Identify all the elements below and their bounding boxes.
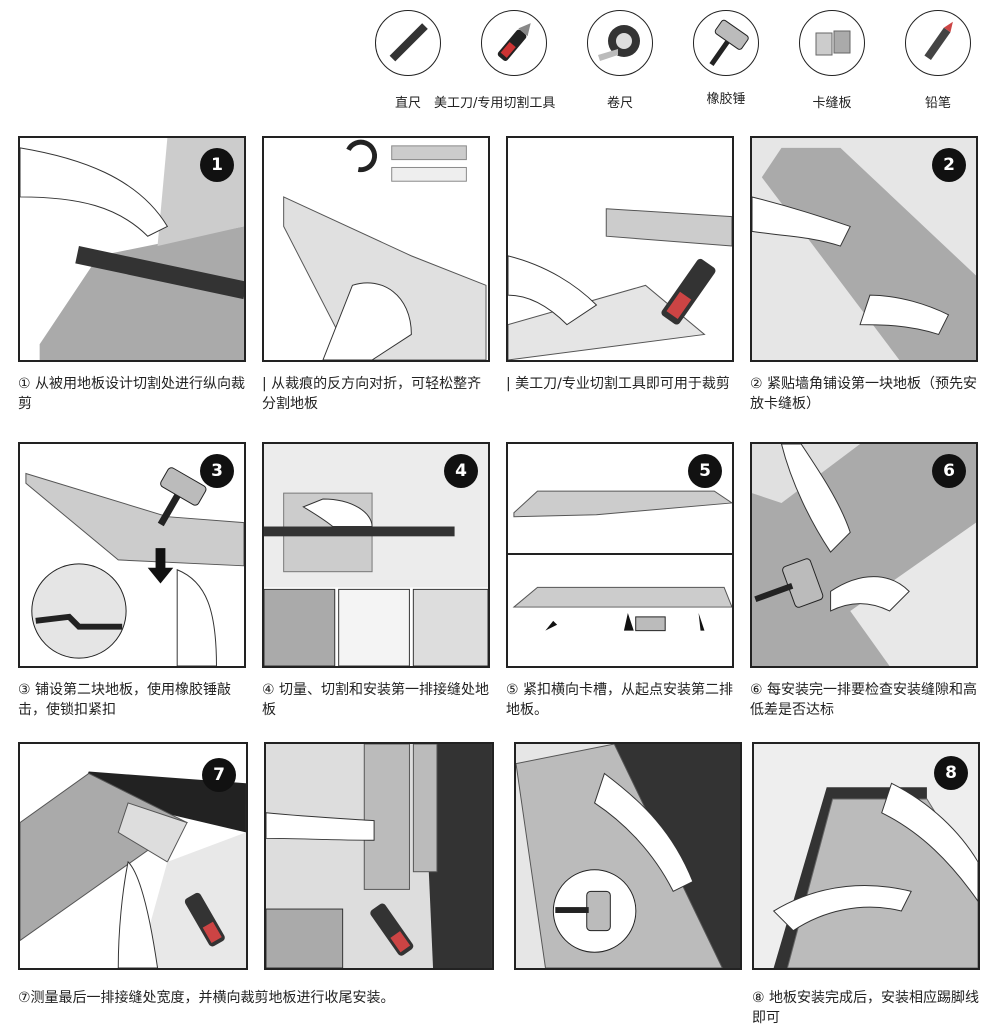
check-gap-illustration [752,444,976,666]
step-panel-10 [264,742,494,970]
step-panel-5: 3 [18,442,246,668]
ruler-icon [375,10,441,76]
step-caption: ⑦测量最后一排接缝处宽度，并横向裁剪地板进行收尾安装。 [18,990,395,1006]
step-caption: ⑧ 地板安装完成后，安装相应踢脚线即可 [752,990,980,1026]
step-panel-6: 4 [262,442,490,668]
step-caption: ① 从被用地板设计切割处进行纵向裁剪 [18,376,246,412]
tool-label: 橡胶锤 [706,92,746,107]
step-caption: ⑤ 紧扣横向卡槽，从起点安装第二排地板。 [506,682,734,718]
tool-rubber-mallet: 橡胶锤 [690,10,762,107]
step-panel-11 [514,742,742,970]
tool-label: 卷尺 [606,96,633,111]
knife-cutting-illustration [508,208,732,360]
step-panel-7: 5 [506,442,734,668]
tool-utility-knife: 美工刀/专用切割工具 [434,10,555,111]
mallet-tapping-illustration [25,467,244,666]
step-panel-1: 1 [18,136,246,362]
tool-label: 直尺 [394,96,421,111]
pencil-icon [905,10,971,76]
step-badge: 1 [200,148,234,182]
folding-illustration [283,139,487,360]
last-board-fit-illustration [516,744,740,968]
spacer-block-icon [799,10,865,76]
first-board-illustration [752,138,976,360]
step-panel-2 [262,136,490,362]
tape-measure-icon [587,10,653,76]
step-badge: 2 [932,148,966,182]
step-caption: ⑥ 每安装完一排要检查安装缝隙和高低差是否达标 [750,682,978,718]
tool-spacer-block: 卡缝板 [796,10,868,111]
skirting-board-illustration [754,744,978,968]
tool-pencil: 铅笔 [902,10,974,111]
step-caption: | 从裁痕的反方向对折，可轻松整齐分割地板 [262,376,482,412]
tool-tape-measure: 卷尺 [584,10,656,111]
step-badge: 8 [934,756,968,790]
step-badge: 4 [444,454,478,488]
tool-label: 铅笔 [924,96,951,111]
cross-cut-illustration [266,744,492,968]
step-caption: | 美工刀/专业切割工具即可用于裁剪 [506,376,730,392]
step-caption: ③ 铺设第二块地板，使用橡胶锤敲击，使锁扣紧扣 [18,682,232,718]
step-badge: 5 [688,454,722,488]
step-badge: 7 [202,758,236,792]
utility-knife-icon [481,10,547,76]
step-panel-12: 8 [752,742,980,970]
step-caption: ④ 切量、切割和安装第一排接缝处地板 [262,682,490,718]
last-row-measure-illustration [20,771,246,968]
step-badge: 3 [200,454,234,488]
step-badge: 6 [932,454,966,488]
tool-label: 卡缝板 [812,96,852,111]
step-panel-3 [506,136,734,362]
step-panel-8: 6 [750,442,978,668]
measure-seam-illustration [264,444,488,666]
step-caption: ② 紧贴墙角铺设第一块地板（预先安放卡缝板） [750,376,978,412]
tool-label: 美工刀/专用切割工具 [434,96,556,111]
step-panel-4: 2 [750,136,978,362]
second-row-illustration [508,490,732,632]
rubber-mallet-icon [693,10,759,76]
tool-ruler: 直尺 [372,10,444,111]
step-panel-9: 7 [18,742,248,970]
